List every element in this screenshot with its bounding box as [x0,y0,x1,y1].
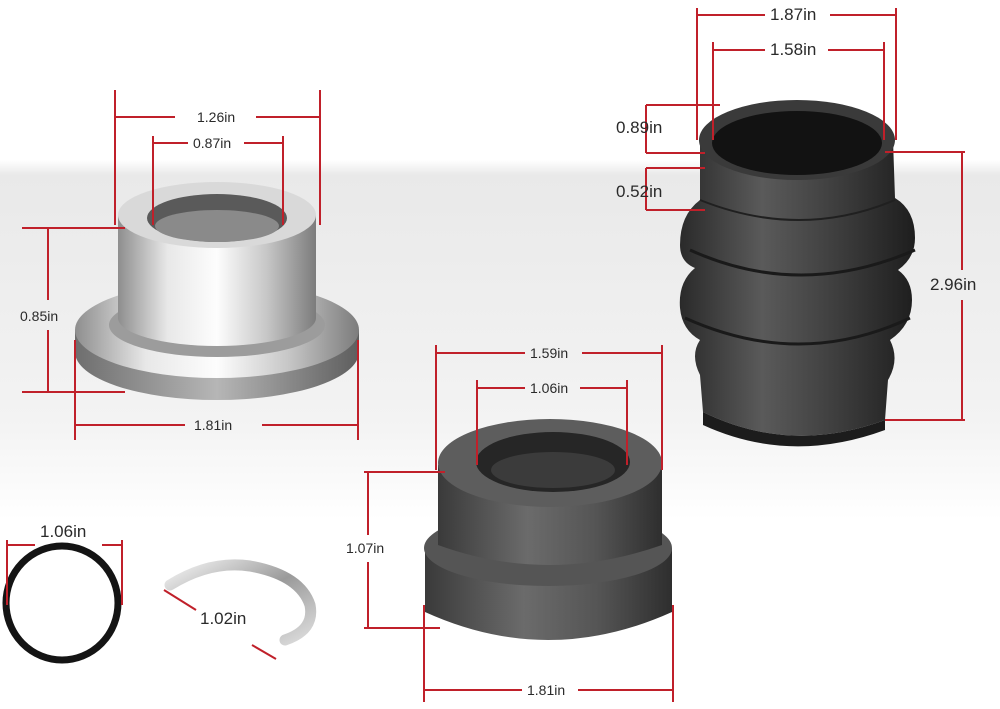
sleeve-flange-dimension: 1.81in [194,417,233,433]
dimension-lines [6,8,965,702]
boot-outer-dimension: 1.87in [770,5,817,24]
bushing-flange-dimension: 1.81in [527,682,566,698]
boot-height-dimension: 2.96in [930,275,977,294]
steel-sleeve [75,182,359,400]
bushing-outer-dimension: 1.59in [530,345,569,361]
rubber-boot [679,100,916,447]
boot-inner-dimension: 1.58in [770,40,817,59]
o-ring-dimension: 1.06in [40,522,87,541]
snap-ring [164,559,317,646]
sleeve-inner-dimension: 0.87in [193,135,232,151]
boot-lip-depth-dimension: 0.89in [616,118,663,137]
bushing-inner-dimension: 1.06in [530,380,569,396]
snap-ring-dimension: 1.02in [200,609,247,628]
bushing-height-dimension: 1.07in [346,540,385,556]
boot-lip-gap-dimension: 0.52in [616,182,663,201]
sleeve-outer-dimension: 1.26in [197,109,236,125]
o-ring [2,542,122,664]
sleeve-height-dimension: 0.85in [20,308,59,324]
bushing [424,419,672,640]
